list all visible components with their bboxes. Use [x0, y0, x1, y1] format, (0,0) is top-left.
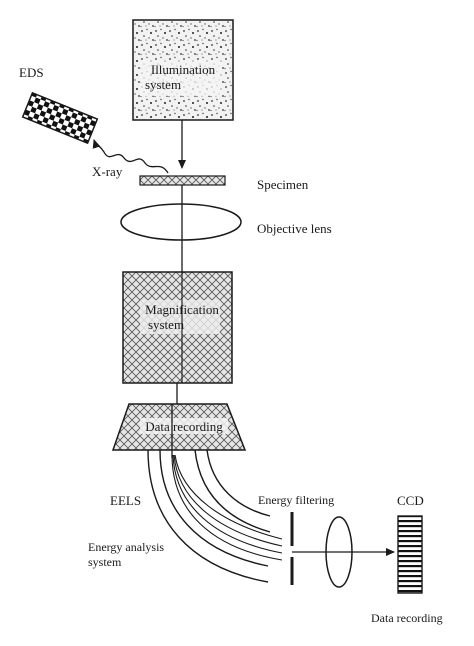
- eels-trajectory-4: [174, 454, 283, 540]
- objective-lens-label: Objective lens: [257, 221, 332, 236]
- energy-filtering-label: Energy filtering: [258, 493, 334, 507]
- eels-trajectory-2: [172, 454, 283, 554]
- eels-inner-wall-right: [194, 449, 271, 533]
- xray-wave: [92, 139, 169, 174]
- eds-detector: [21, 91, 99, 145]
- eels-label: EELS: [110, 493, 141, 508]
- eds-label: EDS: [19, 65, 44, 80]
- data-recording-bottom-label: Data recording: [371, 611, 443, 625]
- eels-inner-wall-left: [159, 449, 269, 567]
- illumination-label-line1: Illumination: [151, 62, 216, 77]
- ccd-detector: [397, 515, 423, 594]
- eels-trajectory-1: [171, 454, 283, 561]
- illumination-label-line2: system: [145, 77, 181, 92]
- ccd-label: CCD: [397, 493, 424, 508]
- xray-label: X-ray: [92, 164, 123, 179]
- data-recording-top-label: Data recording: [145, 419, 223, 434]
- magnification-label-line2: system: [148, 317, 184, 332]
- specimen-slab: [139, 175, 226, 186]
- eels-trajectory-3: [173, 454, 283, 547]
- eels-outer-wall-right: [206, 449, 271, 517]
- eels-outer-wall-left: [147, 449, 269, 583]
- specimen-label: Specimen: [257, 177, 309, 192]
- projector-lens: [325, 516, 353, 588]
- objective-lens: [120, 203, 242, 241]
- energy-analysis-label-line1: Energy analysis: [88, 540, 164, 554]
- energy-analysis-label-line2: system: [88, 555, 122, 569]
